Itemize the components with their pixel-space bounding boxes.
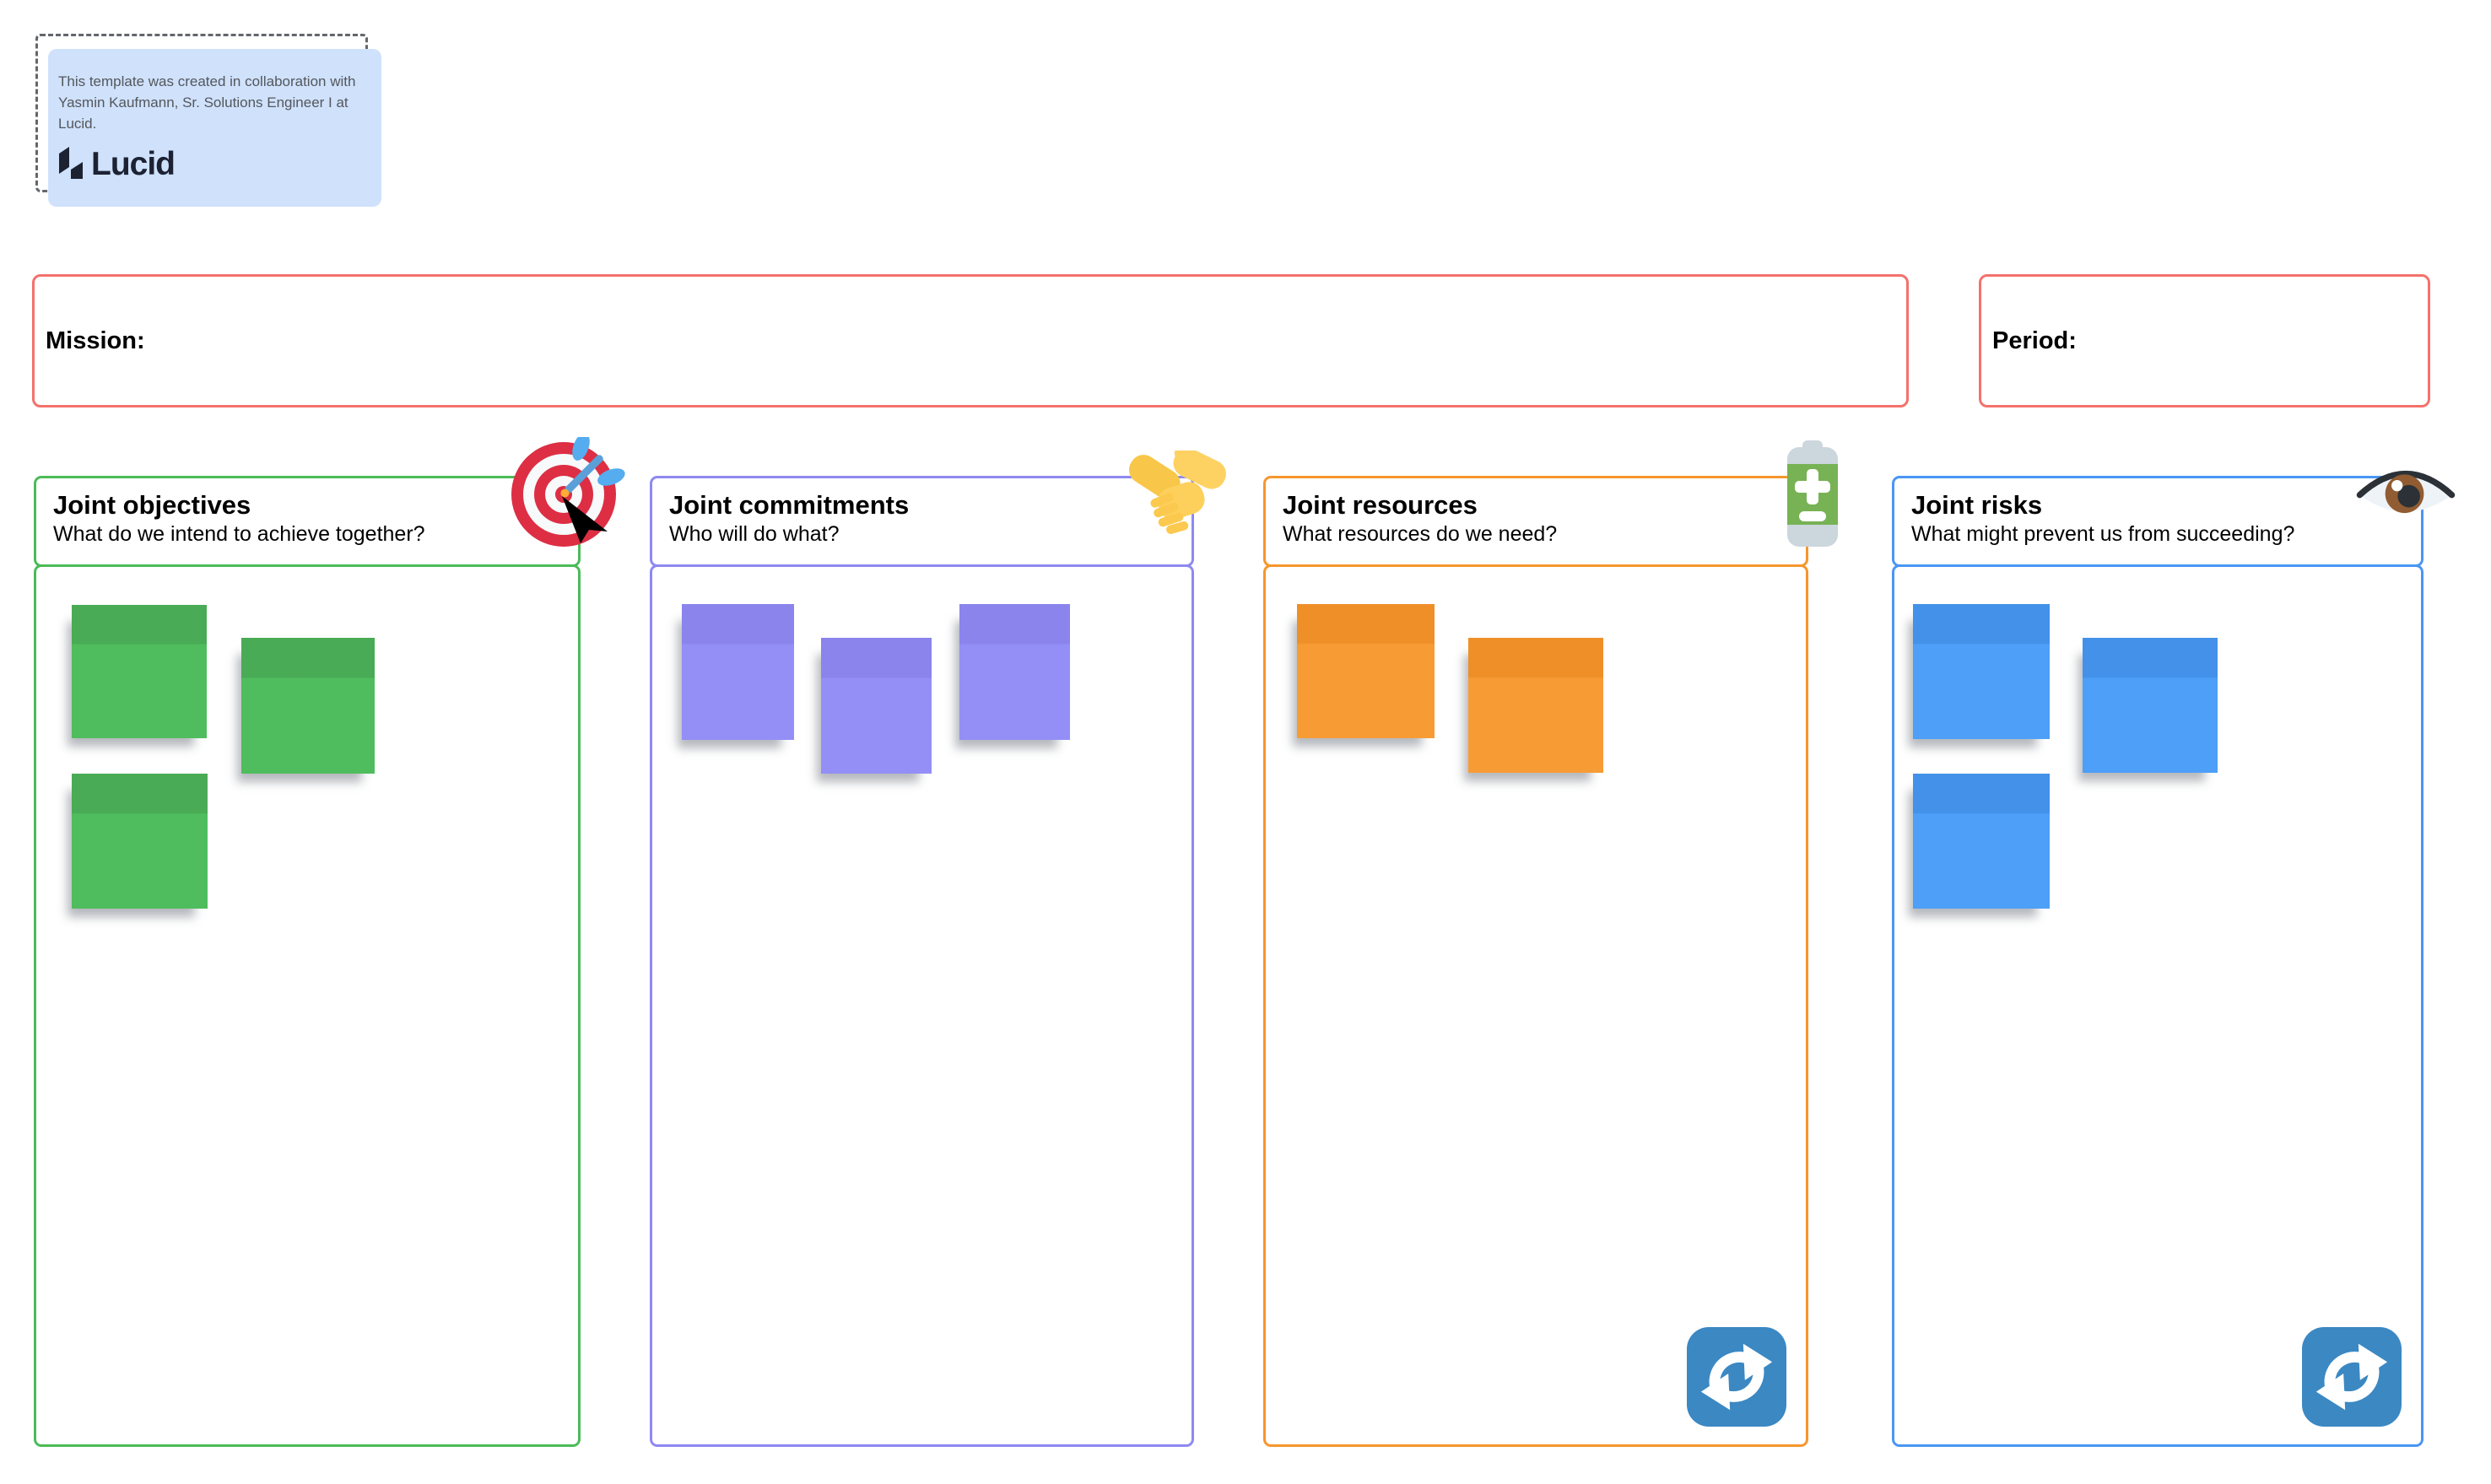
column-header: Joint risks What might prevent us from s… xyxy=(1892,476,2423,567)
refresh-arrows-icon xyxy=(1695,1336,1778,1418)
pointer-cursor-icon xyxy=(560,494,609,545)
column-title: Joint risks xyxy=(1911,490,2043,520)
sticky-note[interactable] xyxy=(682,604,794,740)
sticky-note[interactable] xyxy=(959,604,1070,740)
sticky-note[interactable] xyxy=(72,605,207,738)
column-subtitle: What resources do we need? xyxy=(1283,522,1558,546)
column-title: Joint resources xyxy=(1283,490,1478,520)
column-subtitle: Who will do what? xyxy=(669,522,840,546)
mission-field[interactable]: Mission: xyxy=(32,274,1909,407)
lucid-logo-icon xyxy=(58,146,84,183)
eye-icon xyxy=(2356,460,2456,524)
period-label: Period: xyxy=(1992,326,2077,354)
column-title: Joint objectives xyxy=(53,490,251,520)
sticky-note[interactable] xyxy=(1913,604,2050,739)
lucid-wordmark: Lucid xyxy=(91,146,176,182)
sticky-note[interactable] xyxy=(1913,774,2050,909)
sticky-note[interactable] xyxy=(241,638,375,774)
column-subtitle: What might prevent us from succeeding? xyxy=(1911,522,2295,546)
sticky-note[interactable] xyxy=(1468,638,1603,773)
lucid-logo: Lucid xyxy=(58,146,370,183)
sticky-note[interactable] xyxy=(1297,604,1435,738)
battery-plus-icon xyxy=(1787,440,1838,547)
column-title: Joint commitments xyxy=(669,490,910,520)
refresh-arrows-icon xyxy=(2310,1336,2393,1418)
column-joint-objectives: Joint objectives What do we intend to ac… xyxy=(34,0,581,1484)
handshake-icon xyxy=(1126,447,1230,535)
attribution-text: This template was created in collaborati… xyxy=(58,73,356,132)
column-header: Joint resources What resources do we nee… xyxy=(1263,476,1808,567)
column-subtitle: What do we intend to achieve together? xyxy=(53,522,425,546)
sticky-note[interactable] xyxy=(72,774,208,909)
sticky-note[interactable] xyxy=(821,638,932,774)
template-attribution-note: This template was created in collaborati… xyxy=(48,49,381,207)
refresh-button[interactable] xyxy=(1687,1327,1786,1427)
mission-label: Mission: xyxy=(46,326,145,354)
column-header: Joint commitments Who will do what? xyxy=(650,476,1194,567)
refresh-button[interactable] xyxy=(2302,1327,2402,1427)
period-field[interactable]: Period: xyxy=(1979,274,2430,407)
column-header: Joint objectives What do we intend to ac… xyxy=(34,476,581,567)
sticky-note[interactable] xyxy=(2083,638,2218,773)
